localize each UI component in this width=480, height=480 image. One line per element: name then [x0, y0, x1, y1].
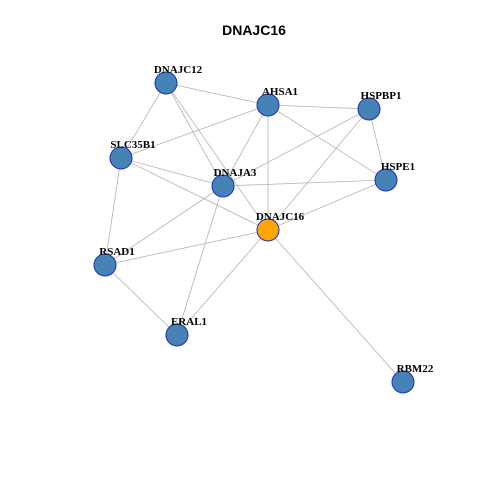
edge-dnajc12-dnaja3	[165, 82, 224, 187]
edge-hspbp1-dnajc16	[267, 108, 370, 231]
node-dnajc12[interactable]	[154, 71, 178, 95]
node-label-hspbp1: HSPBP1	[361, 90, 402, 102]
edge-slc35b1-rsad1	[104, 157, 122, 266]
edge-rsad1-eral1	[104, 264, 178, 336]
edge-dnajc12-dnajc16	[165, 82, 269, 231]
edge-slc35b1-dnajc16	[120, 157, 269, 231]
node-label-ahsa1: AHSA1	[262, 86, 298, 98]
node-dnajc16[interactable]	[256, 218, 280, 242]
edge-layer	[104, 82, 404, 383]
node-eral1[interactable]	[165, 323, 189, 347]
node-label-rbm22: RBM22	[397, 363, 434, 375]
node-hspe1[interactable]	[374, 168, 398, 192]
node-dnaja3[interactable]	[211, 174, 235, 198]
edge-hspbp1-hspe1	[368, 108, 387, 181]
edge-hspbp1-dnaja3	[222, 108, 370, 187]
edge-dnaja3-eral1	[176, 185, 224, 336]
node-hspbp1[interactable]	[357, 97, 381, 121]
node-ahsa1[interactable]	[256, 93, 280, 117]
edge-ahsa1-dnaja3	[222, 104, 269, 187]
node-label-slc35b1: SLC35B1	[110, 139, 155, 151]
edge-hspe1-dnajc16	[267, 179, 387, 231]
node-layer	[93, 71, 415, 394]
node-label-dnaja3: DNAJA3	[214, 167, 257, 179]
edge-ahsa1-hspbp1	[267, 104, 370, 110]
node-label-dnajc16: DNAJC16	[256, 211, 305, 223]
edge-dnaja3-rsad1	[104, 185, 224, 266]
node-rsad1[interactable]	[93, 253, 117, 277]
node-slc35b1[interactable]	[109, 146, 133, 170]
edge-dnaja3-hspe1	[222, 179, 387, 187]
node-label-hspe1: HSPE1	[381, 161, 415, 173]
node-label-dnajc12: DNAJC12	[154, 64, 203, 76]
edge-ahsa1-hspe1	[267, 104, 387, 181]
edge-dnajc16-eral1	[176, 229, 269, 336]
edge-slc35b1-dnaja3	[120, 157, 224, 187]
edge-dnajc16-rsad1	[104, 229, 269, 266]
edge-ahsa1-slc35b1	[120, 104, 269, 159]
graph-title: DNAJC16	[222, 22, 286, 38]
edge-dnajc12-slc35b1	[120, 82, 167, 159]
node-label-rsad1: RSAD1	[99, 246, 134, 258]
node-label-eral1: ERAL1	[171, 316, 207, 328]
edge-dnajc12-ahsa1	[165, 82, 269, 106]
node-rbm22[interactable]	[391, 370, 415, 394]
edge-dnajc16-rbm22	[267, 229, 404, 383]
